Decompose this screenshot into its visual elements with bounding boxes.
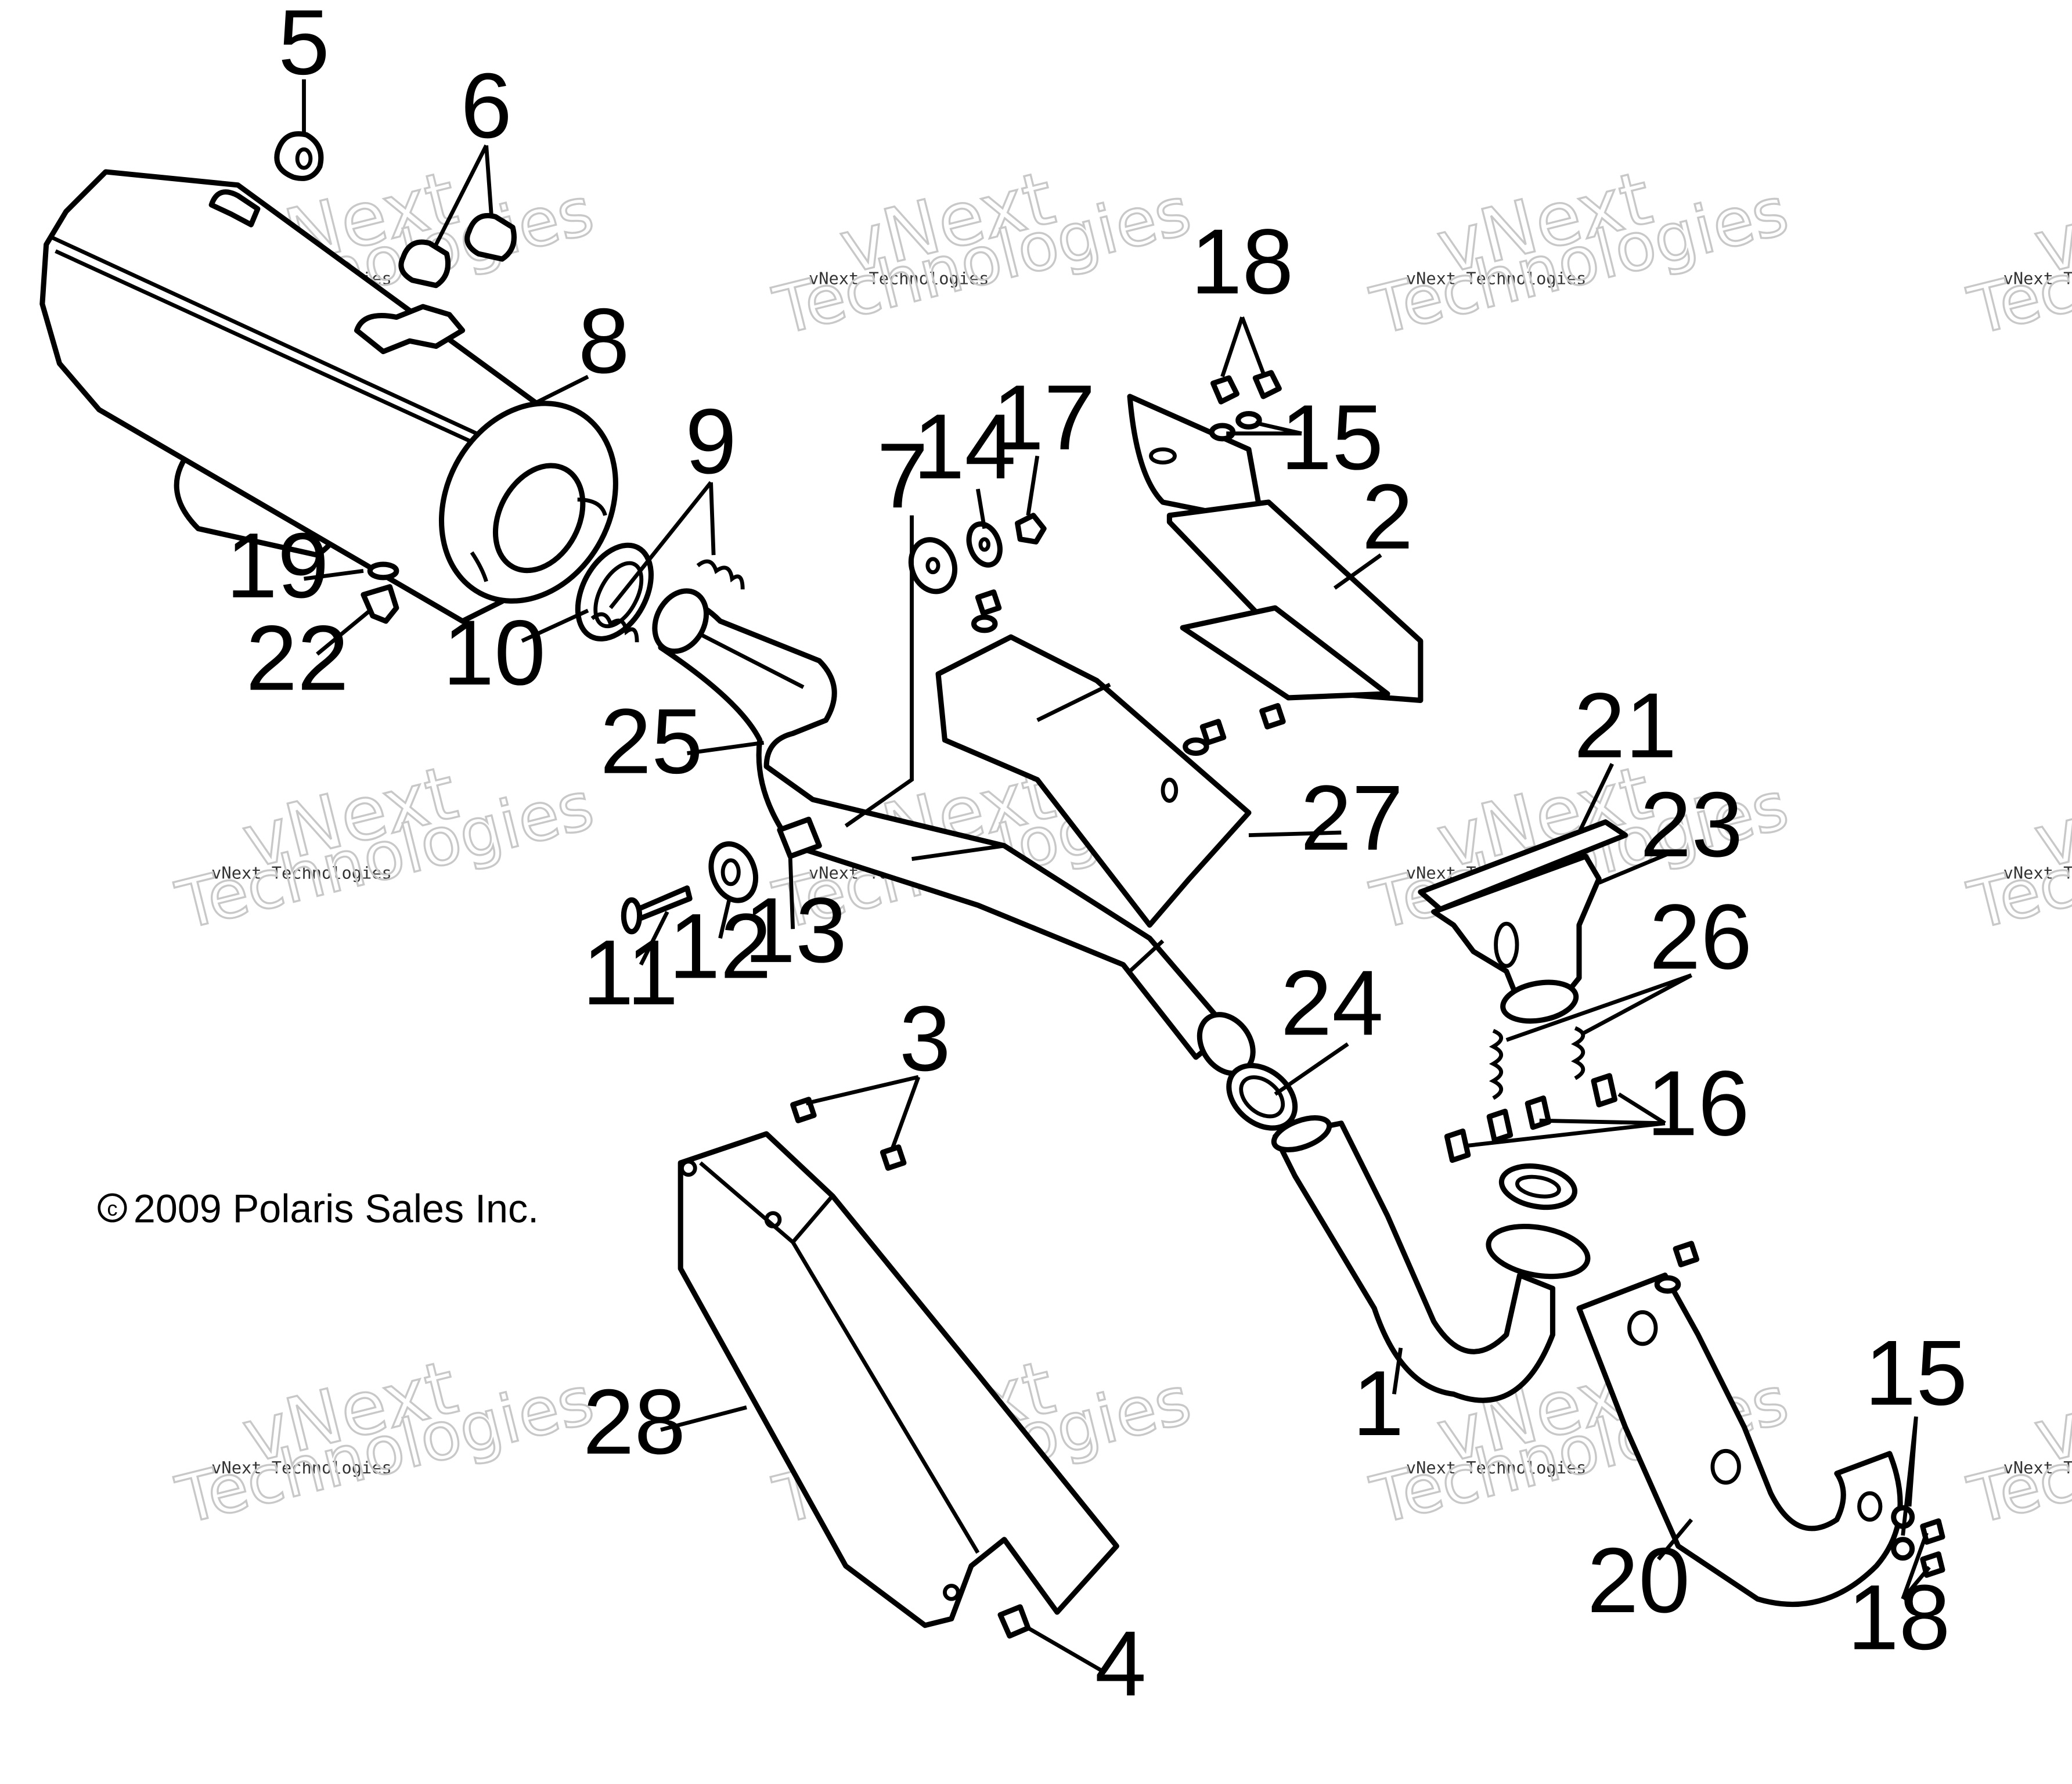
watermark-text: vNext Technologies (211, 1458, 392, 1477)
copyright-symbol-letter: c (107, 1196, 117, 1220)
callout-26: 26 (1649, 885, 1752, 989)
callout-8: 8 (578, 289, 630, 392)
watermark-outline-bottom: Technologies (1962, 767, 2072, 945)
grommet-part (274, 131, 324, 181)
spring-part (1489, 1026, 1585, 1100)
leader-lines (302, 79, 1931, 1674)
watermark-text: vNext Technologies (2003, 268, 2072, 288)
bolt-part (361, 584, 399, 624)
bushing-part (777, 816, 822, 859)
watermark: vNext vNext Technologies Technologies (1961, 154, 2072, 351)
spring-part (590, 559, 745, 643)
gasket-part (1418, 819, 1628, 912)
callout-23: 23 (1640, 773, 1743, 876)
callout-19: 19 (226, 514, 329, 617)
watermark-text: vNext Technologies (2003, 1458, 2072, 1477)
watermark: vNext vNext Technologies Technologies (766, 154, 1199, 351)
callout-13: 13 (744, 878, 847, 982)
watermark-text: vNext Technologies (809, 268, 989, 288)
isolator-part (398, 212, 517, 289)
callout-11: 11 (582, 921, 678, 1024)
callout-2: 2 (1362, 465, 1414, 568)
copyright-symbol-circle (98, 1193, 127, 1223)
callout-4: 4 (1095, 1612, 1147, 1715)
heat-shield-part (935, 634, 1252, 928)
watermark: vNext vNext Technologies Technologies (168, 749, 601, 945)
callout-14: 14 (913, 395, 1016, 498)
callout-25: 25 (600, 690, 703, 793)
callout-21: 21 (1574, 673, 1677, 777)
watermark: vNext vNext Technologies Technologies (1961, 749, 2072, 945)
callout-15b: 15 (1865, 1321, 1968, 1425)
watermark: vNext vNext Technologies Technologies (168, 1343, 601, 1540)
watermark-text: vNext Technologies (2003, 863, 2072, 883)
manifold-part (1431, 853, 1602, 1024)
callout-1: 1 (1353, 1351, 1404, 1455)
callout-16: 16 (1646, 1051, 1749, 1155)
callout-7: 7 (877, 424, 928, 527)
callout-28: 28 (583, 1370, 686, 1473)
callout-27: 27 (1300, 766, 1403, 870)
callout-10: 10 (443, 601, 546, 704)
gasket-part (1226, 1062, 1298, 1131)
watermark: vNext vNext Technologies Technologies (1363, 154, 1796, 351)
watermark: vNext vNext Technologies Technologies (1961, 1343, 2072, 1540)
callout-18: 18 (1191, 210, 1293, 313)
nut-part (1015, 513, 1047, 545)
callout-15: 15 (1281, 385, 1383, 489)
callout-17: 17 (993, 366, 1096, 469)
watermark-text: vNext Technologies (1406, 1458, 1587, 1477)
callout-3: 3 (899, 987, 951, 1090)
muffler-part (39, 169, 618, 624)
bracket-part (1127, 394, 1424, 704)
heat-shield-part (678, 1131, 1119, 1628)
pin-part (621, 885, 693, 935)
watermark-outline-bottom: Technologies (1962, 1361, 2072, 1539)
copyright-text: 2009 Polaris Sales Inc. (134, 1187, 539, 1231)
callout-22: 22 (246, 606, 349, 709)
washer-part (367, 561, 399, 581)
callout-18b: 18 (1847, 1566, 1950, 1669)
copyright-notice: c 2009 Polaris Sales Inc. (98, 1187, 539, 1231)
watermark-text: vNext Technologies (1406, 268, 1587, 288)
callout-12: 12 (669, 894, 772, 997)
callout-24: 24 (1281, 951, 1383, 1054)
washer-part (966, 521, 1003, 568)
head-pipe-part (1271, 1115, 1591, 1403)
callout-5: 5 (278, 0, 330, 94)
callout-6: 6 (460, 54, 512, 157)
watermark-text: vNext Technologies (211, 863, 392, 883)
watermark-outline-bottom: Technologies (1962, 172, 2072, 349)
callout-20: 20 (1587, 1529, 1690, 1632)
callout-9: 9 (685, 390, 737, 493)
callout-labels: 5 6 8 9 19 22 10 25 7 14 17 18 15 2 27 2… (226, 0, 1968, 1715)
mid-pipe-part (652, 588, 1256, 1076)
bolt-part (1444, 1073, 1618, 1163)
grommet-part (708, 841, 759, 903)
